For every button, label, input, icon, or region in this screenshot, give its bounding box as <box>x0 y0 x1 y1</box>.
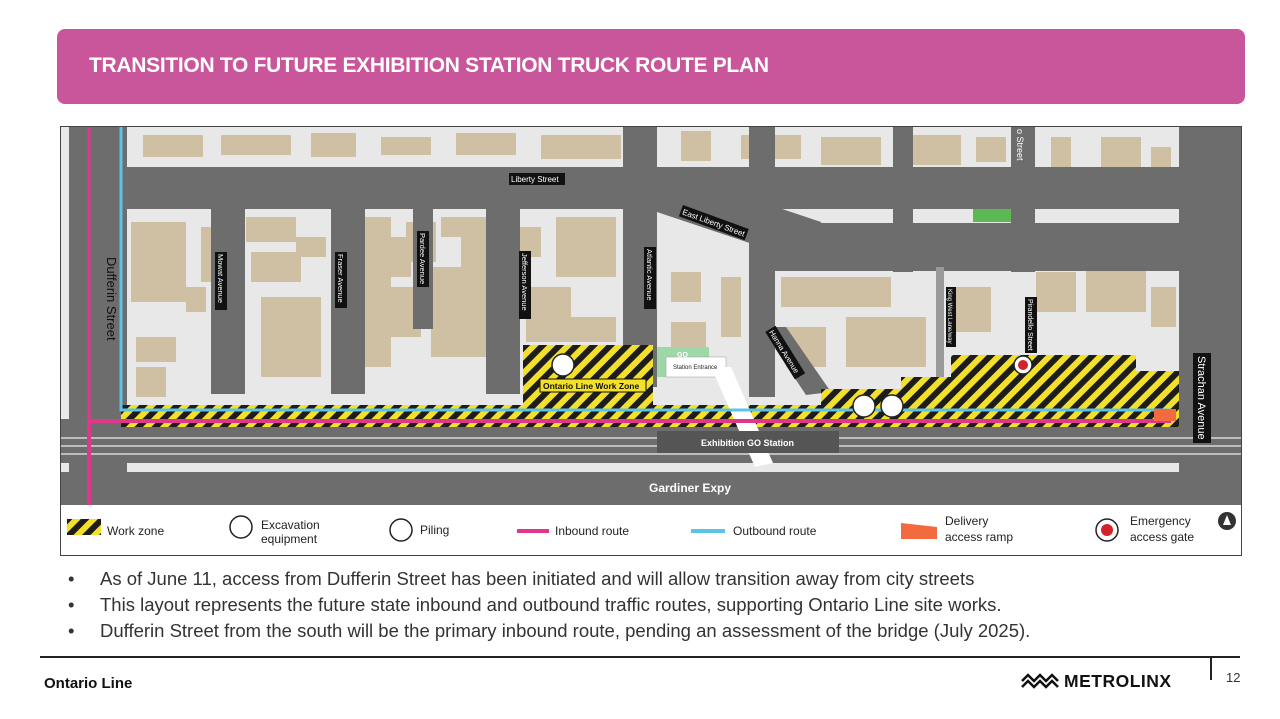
legend-delivery-label-1: Delivery <box>945 514 989 528</box>
station-platform <box>657 431 839 453</box>
footer-brand: METROLINX <box>1064 671 1172 691</box>
bullet-item: • This layout represents the future stat… <box>68 592 1248 618</box>
pirandello-street-label: Pirandello Street <box>1026 299 1033 351</box>
bullet-text: This layout represents the future state … <box>100 594 1002 615</box>
strachan-avenue-label: Strachan Avenue <box>1195 356 1207 440</box>
work-zone-label: Ontario Line Work Zone <box>543 381 639 391</box>
pardee-avenue-label: Pardee Avenue <box>418 233 427 284</box>
bullet-list: • As of June 11, access from Dufferin St… <box>68 566 1248 644</box>
bullet-text: As of June 11, access from Dufferin Stre… <box>100 568 975 589</box>
fraser-avenue-label: Fraser Avenue <box>336 254 345 303</box>
bullet-symbol: • <box>68 568 75 589</box>
outbound-route <box>119 127 1171 412</box>
piling-marker <box>880 394 904 418</box>
legend: Work zone Excavation equipment Piling In… <box>61 505 1241 555</box>
footer-project-name: Ontario Line <box>44 675 133 692</box>
buildings <box>131 131 1176 397</box>
delivery-ramp <box>1154 409 1176 421</box>
bullet-item: • Dufferin Street from the south will be… <box>68 618 1248 644</box>
legend-work-zone-label: Work zone <box>107 524 165 538</box>
route-map: Liberty Street East Liberty Street Duffe… <box>60 126 1242 556</box>
page-number: 12 <box>1226 670 1241 685</box>
legend-excavation-label-2: equipment <box>261 532 318 546</box>
laneway <box>936 267 944 377</box>
dufferin-street-label: Dufferin Street <box>104 257 119 341</box>
station-entrance-label: Station Entrance <box>673 365 718 371</box>
atlantic-avenue-label: Atlantic Avenue <box>645 249 654 301</box>
mowat-avenue-label: Mowat Avenue <box>216 254 225 303</box>
bullet-text: Dufferin Street from the south will be t… <box>100 620 1031 641</box>
legend-outbound-label: Outbound route <box>733 524 817 538</box>
work-zone-west <box>523 345 653 405</box>
legend-emergency-label-1: Emergency <box>1130 514 1191 528</box>
legend-work-zone-swatch <box>67 519 101 535</box>
excavation-marker-east <box>852 394 876 418</box>
page-title: TRANSITION TO FUTURE EXHIBITION STATION … <box>89 54 769 77</box>
go-logo: GO <box>677 352 688 359</box>
legend-piling-label: Piling <box>420 523 450 537</box>
delivery-ramp-swatch <box>901 523 937 539</box>
title-banner: TRANSITION TO FUTURE EXHIBITION STATION … <box>57 29 1245 104</box>
footer-divider <box>40 656 1240 658</box>
legend-delivery-label-2: access ramp <box>945 530 1014 544</box>
bullet-symbol: • <box>68 594 75 615</box>
street-labels: Liberty Street East Liberty Street Duffe… <box>104 129 1211 495</box>
piling-icon <box>389 518 413 542</box>
bullet-item: • As of June 11, access from Dufferin St… <box>68 566 1248 592</box>
go-station-label: Exhibition GO Station <box>701 438 794 448</box>
map-canvas: Liberty Street East Liberty Street Duffe… <box>61 127 1241 505</box>
legend-inbound-label: Inbound route <box>555 524 630 538</box>
excavation-icon <box>229 515 253 539</box>
excavation-marker-west <box>551 353 575 377</box>
legend-emergency-label-2: access gate <box>1130 530 1195 544</box>
king-west-laneway-label: King West Lane/way <box>946 289 952 344</box>
metrolinx-logo-icon <box>1021 673 1059 689</box>
top-street-label: o Street <box>1015 129 1025 161</box>
jefferson-avenue-label: Jefferson Avenue <box>520 253 529 311</box>
footer-vertical-divider <box>1210 656 1212 680</box>
gardiner-label: Gardiner Expy <box>649 481 731 495</box>
bullet-symbol: • <box>68 620 75 641</box>
legend-excavation-label-1: Excavation <box>261 518 320 532</box>
liberty-street-label: Liberty Street <box>511 175 559 184</box>
east-liberty-road <box>657 167 821 267</box>
